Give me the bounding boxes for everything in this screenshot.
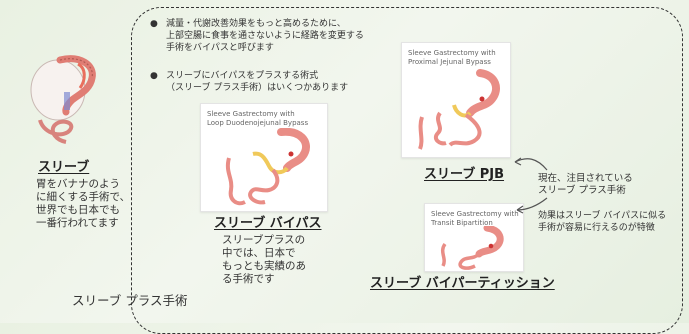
bipartition-note: 効果はスリーブ バイパスに似る 手術が容易に行えるのが特徴 — [538, 210, 688, 234]
figure-caption: Sleeve Gastrectomy with Loop Duodenojeju… — [207, 110, 327, 128]
sleeve-desc-line: 世界でも日本でも — [36, 204, 120, 216]
figure-caption: Sleeve Gastrectomy with Proximal Jejunal… — [408, 49, 528, 67]
figure-caption: Sleeve Gastrectomy with Transit Bipartit… — [431, 210, 551, 228]
sleeve-pjb-heading: スリーブ PJB — [424, 167, 505, 182]
bullet-2: ● スリーブにバイパスをプラスする術式 （スリーブ プラス手術）はいくつかありま… — [150, 70, 430, 94]
sleeve-desc-line: 一番行われてます — [36, 217, 119, 229]
figure-caption-line: Sleeve Gastrectomy with — [408, 49, 496, 57]
bypass-desc-line: 中では、日本で — [222, 247, 296, 259]
bullet-dot-icon: ● — [150, 19, 158, 29]
bullet-1-line: 減量・代謝改善効果をもっと高めるために、 — [166, 19, 346, 29]
arrows-overlay — [505, 150, 555, 220]
pjb-note: 現在、注目されている スリーブ プラス手術 — [538, 173, 683, 197]
sleeve-bypass-description: スリーブプラスの 中では、日本で もっとも実績のあ る手術です — [222, 234, 332, 286]
bypass-desc-line: スリーブプラスの — [222, 234, 306, 246]
sleeve-plus-group-label: スリーブ プラス手術 — [72, 293, 188, 308]
figure-caption-line: Loop Duodenojejunal Bypass — [207, 119, 309, 127]
bullet-dot-icon: ● — [150, 71, 158, 81]
bullet-1-line: 上部空腸に食事を通さないように経路を変更する — [166, 31, 364, 41]
sleeve-desc-line: 胃をバナナのよう — [36, 178, 120, 190]
pjb-note-line: スリーブ プラス手術 — [538, 185, 626, 196]
bypass-desc-line: る手術です — [222, 273, 275, 285]
sleeve-bipartition-figure: Sleeve Gastrectomy with Transit Bipartit… — [424, 203, 524, 272]
bipartition-note-line: 効果はスリーブ バイパスに似る — [538, 211, 667, 221]
sleeve-pjb-figure: Sleeve Gastrectomy with Proximal Jejunal… — [401, 42, 511, 158]
bullet-1-line: 手術をバイパスと呼びます — [166, 43, 274, 53]
pjb-note-line: 現在、注目されている — [538, 173, 633, 184]
bullet-2-line: （スリーブ プラス手術）はいくつかあります — [166, 83, 349, 93]
bullet-1: ● 減量・代謝改善効果をもっと高めるために、 上部空腸に食事を通さないように経路… — [150, 18, 430, 54]
bypass-desc-line: もっとも実績のあ — [222, 260, 306, 272]
sleeve-heading: スリーブ — [38, 160, 90, 175]
sleeve-bypass-heading: スリーブ バイパス — [214, 216, 322, 231]
figure-caption-line: Sleeve Gastrectomy with — [207, 110, 295, 118]
bipartition-note-line: 手術が容易に行えるのが特徴 — [538, 223, 655, 233]
sleeve-bipartition-heading: スリーブ バイパーティッション — [370, 276, 555, 291]
figure-caption-line: Proximal Jejunal Bypass — [408, 58, 491, 66]
sleeve-desc-line: に細くする手術で、 — [36, 191, 131, 203]
sleeve-illustration — [20, 40, 120, 150]
sleeve-description: 胃をバナナのよう に細くする手術で、 世界でも日本でも 一番行われてます — [36, 178, 132, 230]
figure-caption-line: Transit Bipartition — [431, 219, 493, 227]
sleeve-bypass-figure: Sleeve Gastrectomy with Loop Duodenojeju… — [200, 103, 328, 212]
figure-caption-line: Sleeve Gastrectomy with — [431, 210, 519, 218]
bullet-2-line: スリーブにバイパスをプラスする術式 — [166, 71, 319, 81]
